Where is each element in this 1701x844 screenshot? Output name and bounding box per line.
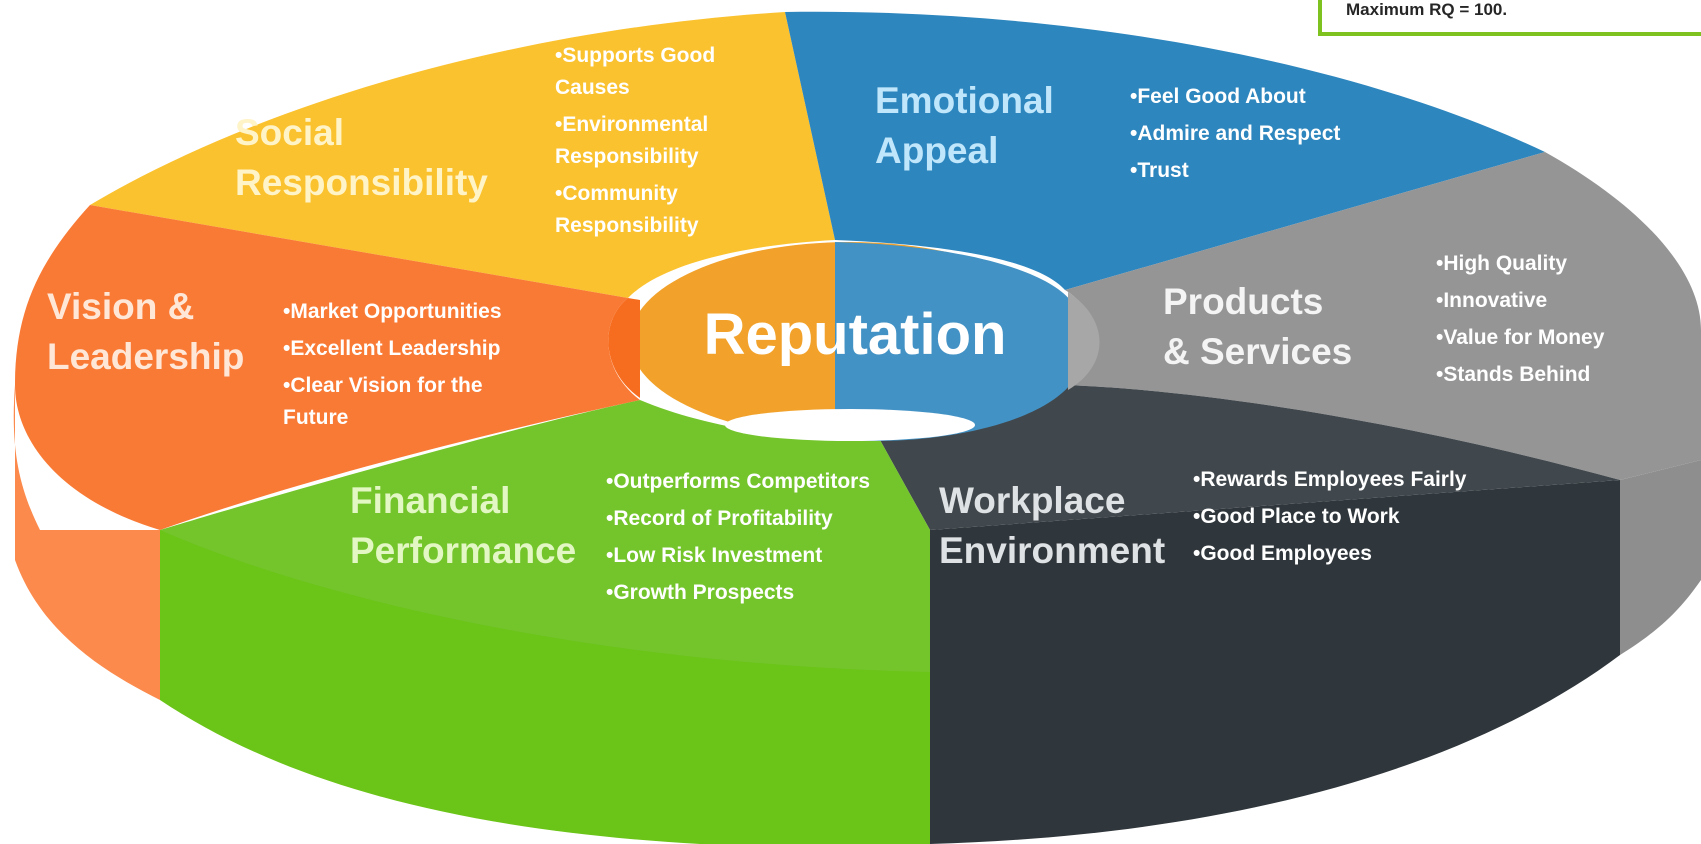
products-title: Products & Services: [1163, 277, 1352, 377]
list-item: •Outperforms Competitors: [606, 470, 871, 493]
list-item: •Excellent Leadership: [283, 337, 501, 360]
list-item: •Growth Prospects: [606, 581, 795, 604]
emotional-title-line-1: Emotional: [875, 80, 1054, 121]
wall-vision: [13, 385, 160, 700]
segment-workplace: [880, 385, 1620, 530]
vision-bullets: •Market Opportunities •Excellent Leaders…: [283, 296, 543, 439]
products-title-line-2: & Services: [1163, 331, 1353, 372]
list-item: •High Quality: [1436, 252, 1568, 275]
wall-workplace: [930, 480, 1620, 844]
ring-top: [15, 11, 1701, 672]
list-item: •Good Employees: [1193, 542, 1372, 565]
vision-title-line-1: Vision &: [47, 286, 195, 327]
financial-bullets: •Outperforms Competitors •Record of Prof…: [606, 466, 876, 614]
hole-opening: [725, 409, 975, 441]
vision-title: Vision & Leadership: [47, 282, 244, 382]
social-title-line-1: Social: [235, 112, 344, 153]
list-item: •Rewards Employees Fairly: [1193, 468, 1467, 491]
wall-products: [1620, 460, 1701, 655]
max-rq-note-text: Maximum RQ = 100.: [1346, 0, 1508, 19]
center-title: Reputation: [703, 302, 1007, 367]
list-item: •Clear Vision for the Future: [283, 374, 483, 429]
social-title: Social Responsibility: [235, 108, 488, 208]
financial-title-line-1: Financial: [350, 480, 511, 521]
segment-emotional: [785, 11, 1545, 290]
list-item: •Environmental Responsibility: [555, 113, 709, 168]
workplace-bullets: •Rewards Employees Fairly •Good Place to…: [1193, 464, 1503, 575]
products-title-line-1: Products: [1163, 281, 1324, 322]
list-item: •Low Risk Investment: [606, 544, 823, 567]
list-item: •Trust: [1130, 159, 1189, 182]
center-hole-orange: [608, 298, 640, 398]
financial-title: Financial Performance: [350, 476, 576, 576]
list-item: •Stands Behind: [1436, 363, 1591, 386]
workplace-title-line-1: Workplace: [939, 480, 1126, 521]
max-rq-note: Maximum RQ = 100.: [1318, 0, 1701, 36]
social-bullets: •Supports Good Causes •Environmental Res…: [555, 40, 770, 247]
list-item: •Innovative: [1436, 289, 1548, 312]
list-item: •Value for Money: [1436, 326, 1605, 349]
emotional-title: Emotional Appeal: [875, 76, 1054, 176]
segment-vision: [15, 205, 640, 530]
list-item: •Community Responsibility: [555, 182, 699, 237]
social-title-line-2: Responsibility: [235, 162, 488, 203]
list-item: •Admire and Respect: [1130, 122, 1341, 145]
segment-financial: [160, 400, 930, 672]
products-bullets: •High Quality •Innovative •Value for Mon…: [1436, 248, 1696, 396]
list-item: •Supports Good Causes: [555, 44, 716, 99]
center-hole-blue: [835, 242, 1070, 441]
segment-products: [1065, 152, 1701, 480]
workplace-title-line-2: Environment: [939, 530, 1166, 571]
list-item: •Feel Good About: [1130, 85, 1306, 108]
workplace-title: Workplace Environment: [939, 476, 1165, 576]
financial-title-line-2: Performance: [350, 530, 577, 571]
list-item: •Good Place to Work: [1193, 505, 1400, 528]
list-item: •Record of Profitability: [606, 507, 833, 530]
emotional-bullets: •Feel Good About •Admire and Respect •Tr…: [1130, 81, 1430, 192]
center-hole-gray: [1068, 292, 1100, 390]
emotional-title-line-2: Appeal: [875, 130, 999, 171]
list-item: •Market Opportunities: [283, 300, 502, 323]
vision-title-line-2: Leadership: [47, 336, 245, 377]
segment-social: [90, 12, 835, 298]
